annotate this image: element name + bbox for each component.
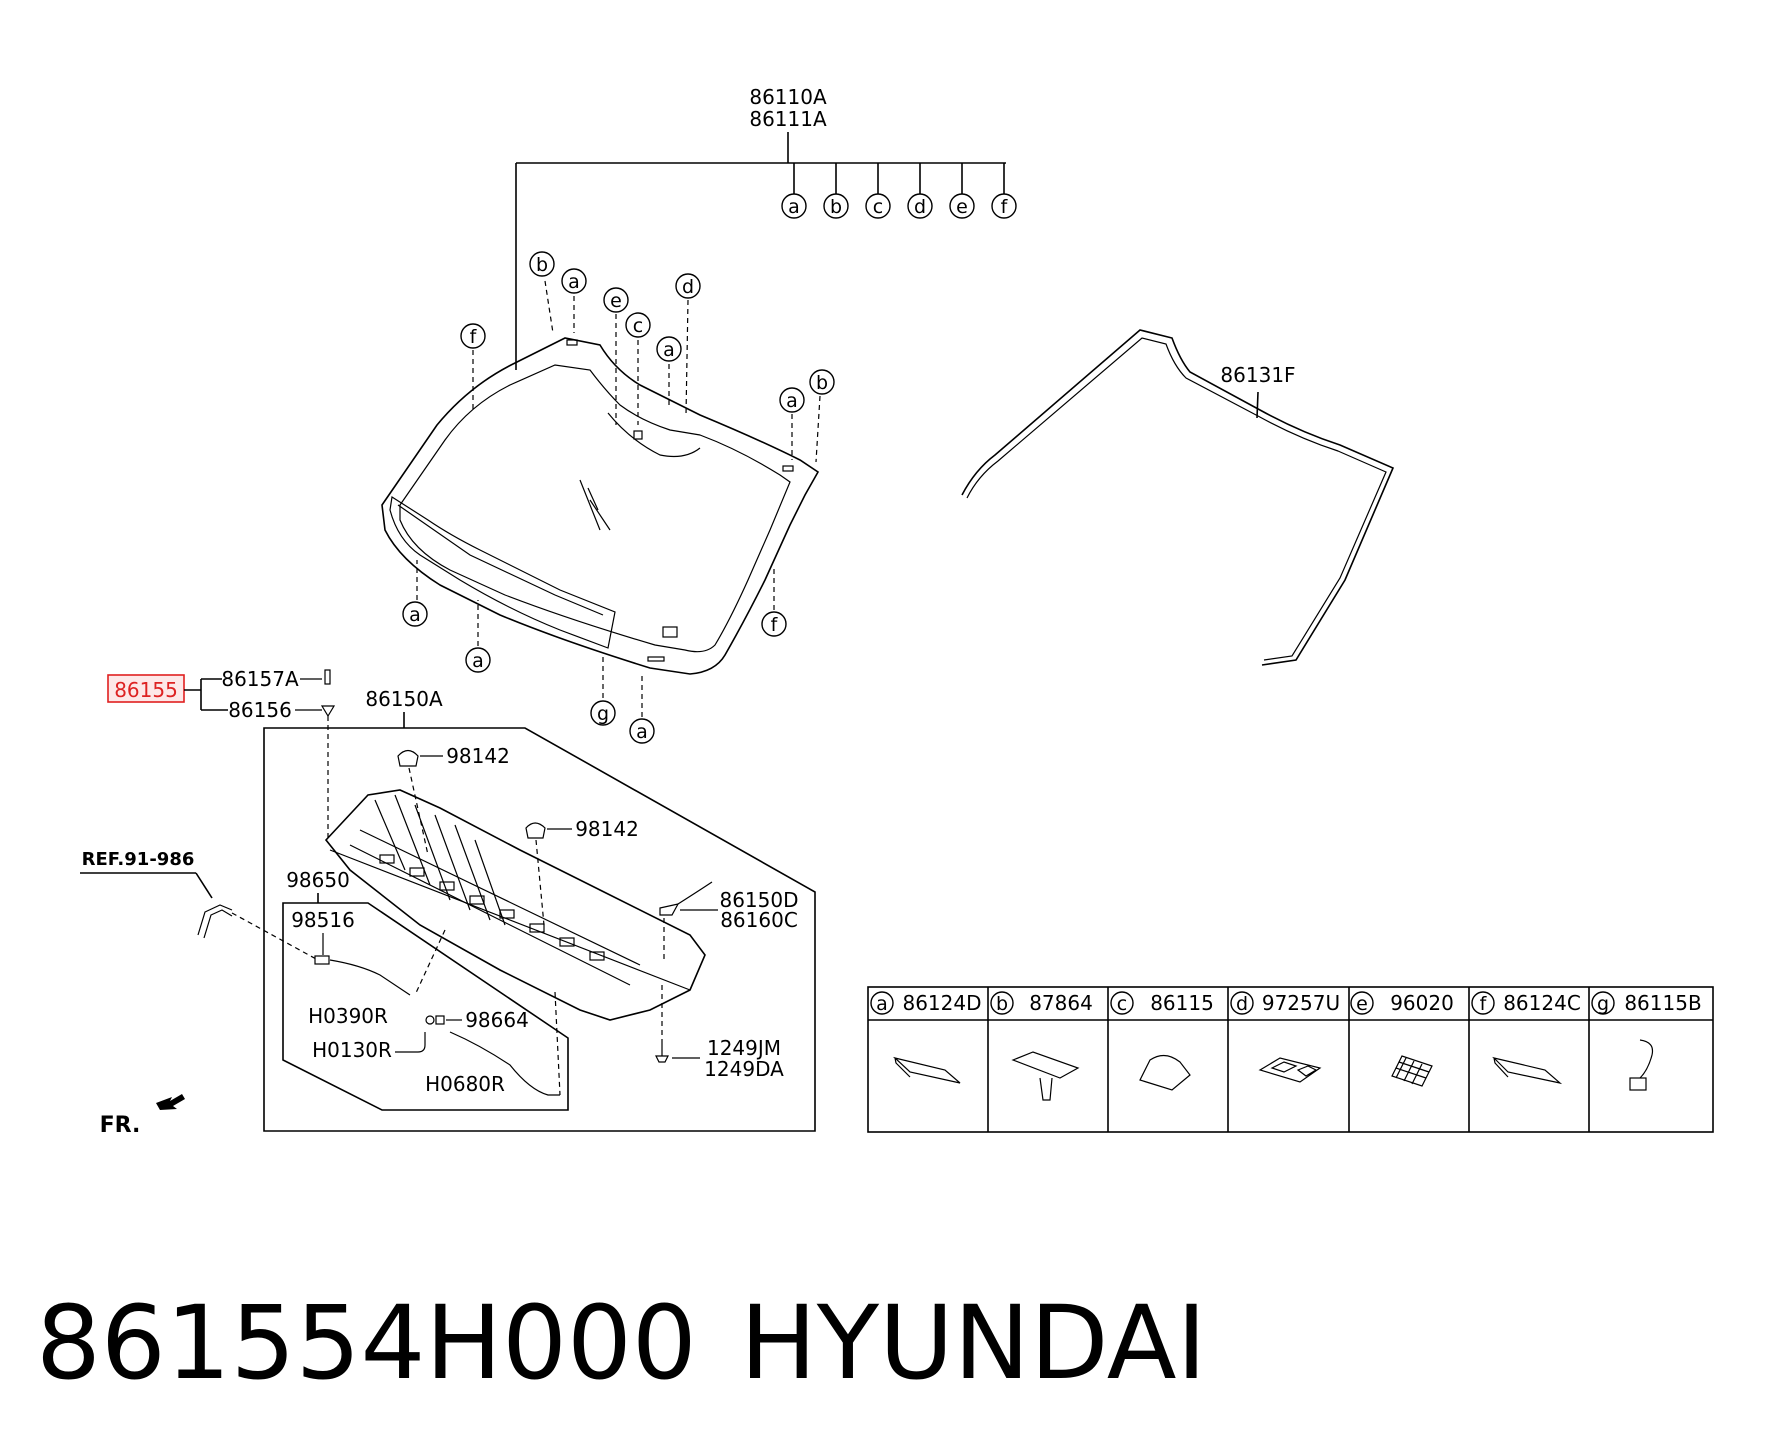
assembly-letter-b: b (830, 196, 842, 218)
highlighted-part-label: 86155 (114, 678, 178, 702)
moulding-illustration: 86131F (961, 329, 1395, 666)
legend-letter-d: d (1236, 993, 1248, 1015)
joint-98516-icon (314, 955, 330, 965)
glass-callout-b2: b (816, 372, 828, 394)
legend-letter-b: b (996, 993, 1008, 1015)
glass-callouts: b a e c d a f a b a a f g a (402, 251, 835, 744)
legend-letter-g: g (1597, 993, 1609, 1015)
glass-callout-e: e (610, 290, 622, 312)
part-86115-icon (1139, 1054, 1191, 1091)
part-96020-icon (1391, 1055, 1433, 1087)
screw-1249-icon (655, 1055, 669, 1063)
front-arrow-icon (156, 1094, 185, 1110)
highlighted-part-frame[interactable] (107, 674, 185, 703)
legend-cell-e: e 96020 (1350, 991, 1454, 1087)
glass-callout-a3: a (786, 390, 798, 412)
part-98650-label: 98650 (286, 868, 350, 892)
part-98142-top-label: 98142 (446, 744, 510, 768)
washer-nozzle-mid-icon (525, 822, 546, 839)
caption: 861554H000 HYUNDAI (36, 1284, 1207, 1403)
highlighted-part-group: 86155 86157A 86156 (107, 667, 336, 722)
legend-cell-c: c 86115 (1110, 991, 1214, 1091)
legend-table: a 86124D b 87864 c 86115 d 97257U e 9602… (867, 986, 1714, 1133)
part-86157A-label: 86157A (221, 667, 299, 691)
ref-label[interactable]: REF.91-986 (82, 849, 195, 870)
legend-cell-d: d 97257U (1230, 991, 1340, 1083)
part-86150D-label: 86150D (719, 888, 798, 912)
part-H0130R-label: H0130R (312, 1038, 392, 1062)
caption-brand: HYUNDAI (740, 1284, 1207, 1403)
legend-cell-b: b 87864 (990, 991, 1093, 1101)
assembly-letter-d: d (914, 196, 926, 218)
washer-nozzle-top-icon (397, 749, 419, 767)
legend-letter-e: e (1356, 993, 1368, 1015)
clip-86156-icon (320, 705, 336, 718)
part-98664-label: 98664 (465, 1008, 529, 1032)
moulding-label: 86131F (1220, 363, 1295, 387)
legend-part-e: 96020 (1390, 991, 1454, 1015)
hose-ref-icon (197, 904, 233, 936)
glass-callout-f2: f (771, 614, 779, 636)
assembly-letter-e: e (956, 196, 968, 218)
legend-letter-a: a (876, 993, 888, 1015)
part-98516-label: 98516 (291, 908, 355, 932)
legend-part-a: 86124D (902, 991, 981, 1015)
assembly-letter-rake: a b c d e f (781, 163, 1017, 219)
legend-letter-c: c (1117, 993, 1127, 1015)
bracket-86150D-icon (659, 903, 680, 916)
front-direction-group: FR. (100, 1094, 185, 1138)
legend-cell-a: a 86124D (870, 991, 982, 1084)
glass-callout-g: g (597, 703, 609, 725)
part-86124C-icon (1492, 1056, 1563, 1085)
caption-part-number: 861554H000 (36, 1284, 697, 1403)
glass-callout-a5: a (472, 650, 484, 672)
glass-callout-d: d (682, 276, 694, 298)
glass-callout-c: c (633, 315, 643, 337)
cowl-cover-box: 86150A 98142 98142 86150D 86160C (263, 687, 816, 1132)
part-86124D-icon (892, 1056, 961, 1084)
part-98142-mid-label: 98142 (575, 817, 639, 841)
part-H0680R-label: H0680R (425, 1072, 505, 1096)
part-86115B-icon (1639, 1039, 1654, 1079)
glass-callout-a6: a (636, 721, 648, 743)
part-86160C-label: 86160C (720, 908, 798, 932)
glass-callout-a2: a (663, 339, 675, 361)
legend-part-b: 87864 (1029, 991, 1093, 1015)
assembly-label-line2: 86111A (749, 107, 827, 131)
part-86156-label: 86156 (228, 698, 292, 722)
legend-part-d: 97257U (1262, 991, 1340, 1015)
legend-part-f: 86124C (1503, 991, 1581, 1015)
legend-cell-f: f 86124C (1471, 991, 1581, 1085)
legend-part-c: 86115 (1150, 991, 1214, 1015)
assembly-label-group: 86110A 86111A a b c d e f (515, 85, 1017, 370)
assembly-letter-c: c (873, 196, 883, 218)
fr-label: FR. (100, 1113, 141, 1138)
glass-callout-a4: a (409, 604, 421, 626)
glass-callout-a1: a (568, 271, 580, 293)
glass-callout-f1: f (470, 326, 478, 348)
windshield-glass-illustration (381, 337, 820, 675)
ref-group: REF.91-986 (80, 849, 319, 961)
assembly-label-line1: 86110A (749, 85, 827, 109)
part-1249DA-label: 1249DA (704, 1057, 784, 1081)
clip-86157A-icon (324, 669, 331, 685)
part-87864-icon (1011, 1051, 1080, 1101)
glass-callout-b1: b (536, 254, 548, 276)
assembly-letter-f: f (1001, 196, 1009, 218)
part-86150A-label: 86150A (365, 687, 443, 711)
assembly-letter-a: a (788, 196, 800, 218)
part-1249JM-label: 1249JM (707, 1036, 781, 1060)
clip-98664-icon (425, 1015, 435, 1025)
legend-part-g: 86115B (1624, 991, 1701, 1015)
part-97257U-icon (1258, 1057, 1322, 1083)
legend-cell-g: g 86115B (1591, 991, 1702, 1091)
legend-letter-f: f (1480, 993, 1488, 1015)
part-H0390R-label: H0390R (308, 1004, 388, 1028)
